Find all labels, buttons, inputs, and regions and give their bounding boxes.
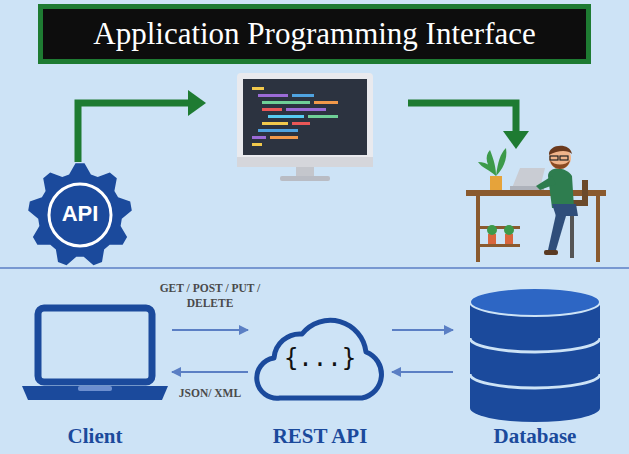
code-lines bbox=[314, 101, 338, 104]
person-at-desk bbox=[466, 146, 606, 262]
green-arrow bbox=[408, 103, 529, 149]
green-arrow bbox=[408, 103, 516, 133]
person-at-desk bbox=[490, 176, 502, 190]
code-lines bbox=[292, 94, 314, 97]
person-at-desk bbox=[478, 148, 506, 176]
client-laptop-outline bbox=[22, 386, 168, 400]
monitor bbox=[296, 167, 314, 177]
person-at-desk bbox=[548, 214, 566, 250]
code-lines bbox=[286, 108, 326, 111]
node-label: Database bbox=[455, 424, 615, 449]
person-at-desk bbox=[550, 160, 570, 169]
connector-arrow bbox=[172, 371, 248, 373]
api-cloud: {...} REST API bbox=[250, 300, 390, 450]
code-lines bbox=[262, 108, 282, 111]
node-symbol: {...} bbox=[250, 344, 390, 373]
person-at-desk bbox=[560, 156, 568, 160]
person-at-desk bbox=[476, 196, 480, 262]
database-cylinder-outline bbox=[470, 302, 600, 422]
monitor bbox=[237, 157, 373, 167]
node-label: REST API bbox=[250, 424, 390, 449]
node-label: Client bbox=[20, 424, 170, 449]
monitor bbox=[280, 176, 330, 181]
client-laptop-outline bbox=[78, 386, 112, 391]
code-lines bbox=[308, 115, 338, 118]
edge-label: GET / POST / PUT / DELETE bbox=[158, 281, 262, 311]
client-laptop-outline bbox=[38, 308, 152, 382]
code-lines bbox=[252, 136, 266, 139]
database-cylinder: Database bbox=[455, 280, 615, 450]
green-arrow bbox=[188, 90, 206, 116]
connector-arrow bbox=[392, 329, 453, 331]
person-at-desk bbox=[548, 169, 574, 209]
green-arrow bbox=[78, 103, 190, 162]
code-lines bbox=[258, 129, 298, 132]
person-at-desk bbox=[488, 234, 496, 244]
database-cylinder-outline bbox=[470, 374, 600, 388]
person-at-desk bbox=[552, 204, 578, 216]
monitor bbox=[237, 73, 373, 165]
green-arrow bbox=[78, 90, 206, 162]
person-at-desk bbox=[549, 146, 572, 155]
connector-arrow bbox=[172, 329, 248, 331]
person-at-desk bbox=[596, 196, 600, 262]
edge-label: JSON/ XML bbox=[158, 386, 262, 401]
person-at-desk bbox=[544, 250, 558, 255]
green-arrow bbox=[503, 131, 529, 149]
api-gear-outline bbox=[28, 163, 132, 265]
person-at-desk bbox=[480, 226, 520, 229]
person-at-desk bbox=[487, 225, 497, 235]
title-banner: Application Programming Interface bbox=[38, 4, 591, 64]
code-lines bbox=[252, 143, 262, 146]
divider-line bbox=[0, 267, 629, 269]
person-at-desk bbox=[480, 244, 520, 247]
code-lines bbox=[270, 136, 298, 139]
monitor bbox=[243, 79, 367, 155]
person-at-desk bbox=[505, 234, 513, 244]
database-cylinder-outline bbox=[470, 338, 600, 352]
connector-arrow bbox=[392, 371, 453, 373]
code-lines bbox=[262, 101, 310, 104]
person-at-desk bbox=[582, 180, 588, 204]
monitor bbox=[237, 73, 373, 181]
code-lines bbox=[252, 87, 264, 90]
database-cylinder-outline bbox=[470, 288, 600, 316]
code-lines bbox=[252, 87, 338, 146]
api-gear: API bbox=[28, 163, 132, 267]
client-laptop: Client bbox=[20, 300, 170, 450]
code-lines bbox=[258, 94, 288, 97]
title-text: Application Programming Interface bbox=[93, 16, 535, 52]
node-label: API bbox=[28, 201, 132, 227]
person-at-desk bbox=[536, 176, 556, 190]
person-at-desk bbox=[550, 156, 558, 160]
person-at-desk bbox=[504, 225, 514, 235]
code-lines bbox=[262, 122, 288, 125]
code-lines bbox=[292, 122, 310, 125]
code-lines bbox=[268, 115, 304, 118]
